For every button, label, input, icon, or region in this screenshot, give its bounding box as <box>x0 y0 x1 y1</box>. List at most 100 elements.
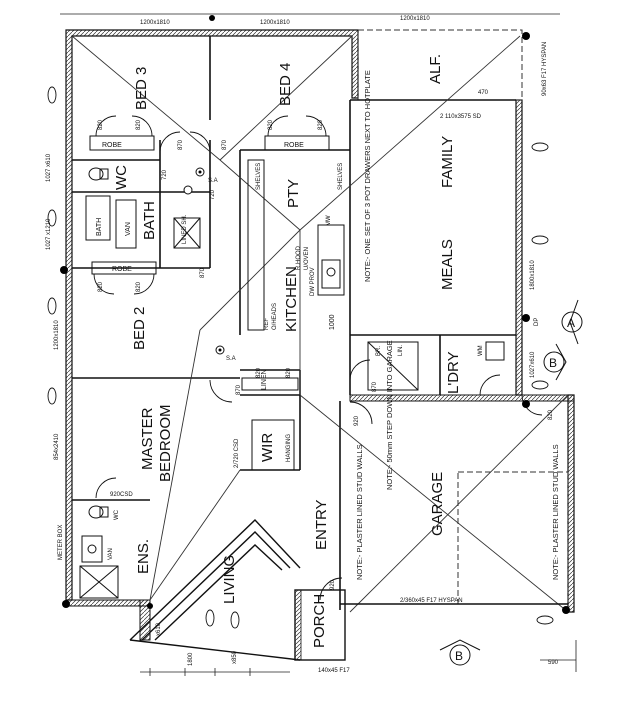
vanity-label: VAN <box>125 222 132 236</box>
room-bed3: BED 3 <box>133 67 150 110</box>
svg-text:820: 820 <box>136 281 142 292</box>
svg-text:820: 820 <box>256 367 262 378</box>
robe-bed4: ROBE <box>284 142 304 149</box>
room-garage: GARAGE <box>429 472 446 536</box>
dp-label: DP <box>534 318 540 326</box>
svg-text:2/360x45 F17 HYSPAN: 2/360x45 F17 HYSPAN <box>400 598 463 604</box>
van-ens-label: VAN <box>108 548 114 560</box>
svg-text:870: 870 <box>178 139 184 150</box>
svg-text:1800x1810: 1800x1810 <box>530 260 536 290</box>
room-ensuite: ENS. <box>135 539 152 574</box>
svg-text:1027x610: 1027x610 <box>530 351 536 378</box>
svg-text:1027 x610: 1027 x610 <box>46 153 52 182</box>
room-wir: WIR <box>259 433 276 462</box>
meter-box-label: METER BOX <box>58 525 64 560</box>
dw-label: DW PROV <box>310 267 316 296</box>
linen-cupboard-label: LIN. <box>398 345 404 356</box>
living-gable <box>129 519 301 661</box>
shelves-right: SHELVES <box>338 163 344 190</box>
mw-label: MW <box>326 215 332 226</box>
svg-text:720: 720 <box>210 189 216 200</box>
room-laundry: L'DRY <box>445 351 462 394</box>
section-marker-a: A <box>561 311 583 333</box>
svg-text:820: 820 <box>286 367 292 378</box>
svg-text:870: 870 <box>236 384 242 395</box>
robe-bed3: ROBE <box>102 142 122 149</box>
sa-label-1: S.A <box>208 178 218 184</box>
linen-label: LINEN <box>261 369 268 390</box>
washing-machine <box>485 341 505 361</box>
room-entry: ENTRY <box>313 499 330 550</box>
svg-text:870: 870 <box>372 381 378 392</box>
svg-text:x610: x610 <box>156 622 162 636</box>
room-bed2: BED 2 <box>131 307 148 350</box>
svg-text:820: 820 <box>136 119 142 130</box>
robe-bed2: ROBE <box>112 266 132 273</box>
window-markers <box>47 86 554 629</box>
svg-text:820: 820 <box>98 119 104 130</box>
robes <box>89 135 330 391</box>
svg-text:820: 820 <box>548 409 554 420</box>
bathtub-label: BATH <box>96 218 103 236</box>
svg-text:2/720 CSD: 2/720 CSD <box>234 438 240 468</box>
room-wc: WC <box>113 165 130 190</box>
ref-label: REF <box>264 318 270 330</box>
toilet-wc <box>88 167 104 181</box>
kitchen-bench <box>247 159 265 331</box>
broom-label: BR. <box>376 346 382 356</box>
svg-text:870: 870 <box>222 139 228 150</box>
svg-text:2 110x3575 SD: 2 110x3575 SD <box>440 114 482 120</box>
fixtures <box>79 159 505 599</box>
plaster-note-right: NOTE:- PLASTER LINED STUD WALLS <box>551 444 560 580</box>
section-marker-b-bottom: B <box>449 644 471 666</box>
vanity-ens <box>81 535 103 563</box>
svg-text:590: 590 <box>548 660 559 666</box>
shower-bath <box>173 217 201 249</box>
wir-hanging <box>251 419 295 471</box>
svg-text:920: 920 <box>330 579 336 590</box>
room-bed4: BED 4 <box>277 63 294 106</box>
svg-text:820: 820 <box>98 281 104 292</box>
svg-text:x850: x850 <box>232 650 238 664</box>
svg-text:854x2410: 854x2410 <box>54 433 60 460</box>
downpipes <box>60 32 570 614</box>
dim-top-1: 1200x1810 <box>140 20 170 26</box>
svg-text:1800: 1800 <box>188 652 194 666</box>
svg-text:1027 x1210: 1027 x1210 <box>46 218 52 250</box>
svg-text:90x63 F17 HYSPAN: 90x63 F17 HYSPAN <box>542 42 548 96</box>
shelves-left: SHELVES <box>256 163 262 190</box>
sa-label-2: S.A <box>226 356 236 362</box>
wc-ens-label: WC <box>114 509 120 520</box>
roof-lines <box>71 35 569 613</box>
section-b-bottom-label: B <box>455 649 463 663</box>
room-kitchen: KITCHEN <box>283 266 300 332</box>
room-master: MASTER <box>139 407 156 470</box>
svg-text:820: 820 <box>268 119 274 130</box>
top-dimension-strip: 1200x1810 1200x1810 1200x1810 <box>60 13 560 26</box>
svg-text:140x45 F17: 140x45 F17 <box>318 668 350 674</box>
shower-ens <box>79 565 119 599</box>
toilet-ens <box>88 505 104 519</box>
hanging-label: HANGING <box>286 434 292 462</box>
room-alfresco: ALF. <box>427 54 444 84</box>
section-marker-b-right: B <box>543 351 565 373</box>
arrows <box>439 299 579 651</box>
plaster-note-left: NOTE:- PLASTER LINED STUD WALLS <box>355 444 364 580</box>
room-pantry: PTY <box>285 179 302 208</box>
oheads-label: O/HEADS <box>272 303 278 330</box>
svg-text:870: 870 <box>200 267 206 278</box>
svg-text:1200x1810: 1200x1810 <box>54 320 60 350</box>
fixture-labels: ROBE ROBE ROBE SHELVES SHELVES HANGING S… <box>58 142 540 560</box>
section-b-label: B <box>549 356 557 370</box>
rhood-label: R.HOOD <box>296 245 302 270</box>
room-porch: PORCH <box>311 594 328 648</box>
laundry-trough <box>367 341 419 391</box>
room-labels: BED 3 BED 4 ALF. FAMILY MEALS WC BATH BA… <box>96 54 462 648</box>
dim-top-2: 1200x1810 <box>260 20 290 26</box>
island-bench <box>317 224 345 296</box>
uoven-label: U/OVEN <box>304 247 310 270</box>
svg-text:720: 720 <box>162 169 168 180</box>
vanity <box>115 199 137 249</box>
smoke-alarms <box>183 167 225 355</box>
